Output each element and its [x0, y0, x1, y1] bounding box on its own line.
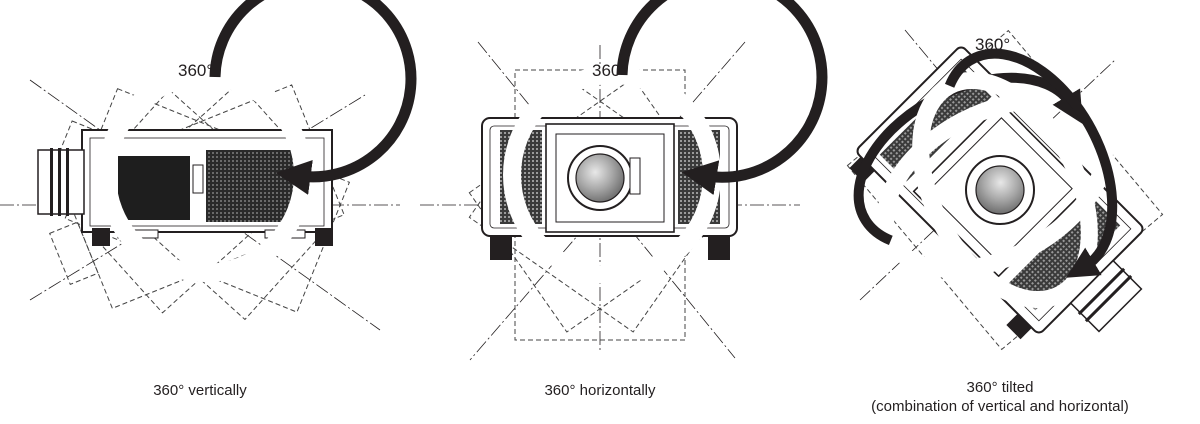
- angle-label-vertical: 360°: [178, 61, 213, 80]
- rotation-arrow: [209, 0, 417, 195]
- angle-label-horizontal: 360°: [592, 61, 627, 80]
- caption-line: 360° vertically: [153, 382, 247, 399]
- lens: [975, 165, 1025, 215]
- rotation-arrow: [616, 0, 828, 196]
- caption-horizontal: 360° horizontally: [480, 381, 720, 400]
- caption-line: 360° tilted: [966, 379, 1034, 396]
- panel-vertical: 360°: [0, 0, 417, 331]
- lens: [575, 153, 625, 203]
- caption-line: 360° horizontally: [544, 382, 656, 399]
- panel-horizontal: 360°: [420, 0, 828, 361]
- caption-tilted: 360° tilted (combination of vertical and…: [800, 378, 1200, 416]
- angle-label-tilted: 360°: [975, 35, 1010, 54]
- caption-vertical: 360° vertically: [80, 381, 320, 400]
- rotation-arrow-2: [944, 48, 1118, 278]
- panel-tilted: 360°: [846, 29, 1164, 351]
- tilted-rings: [853, 48, 1118, 309]
- rotation-arrow-1: [853, 72, 1083, 246]
- caption-line: (combination of vertical and horizontal): [871, 398, 1129, 415]
